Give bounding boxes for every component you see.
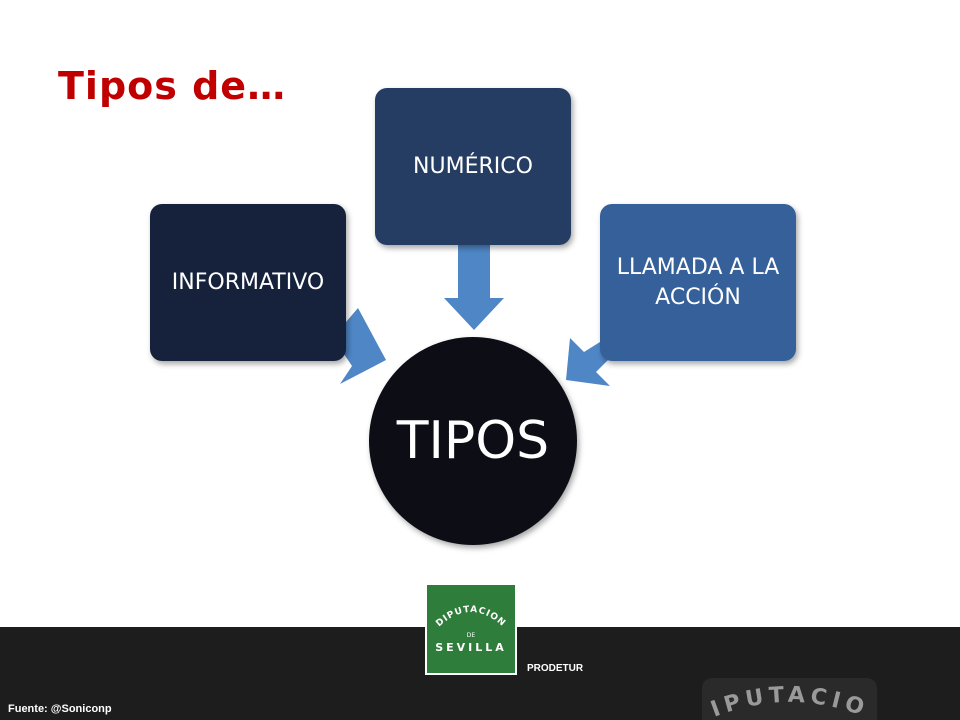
node-llamada-a-la-accion xyxy=(600,204,796,361)
node-label-informativo: INFORMATIVO xyxy=(171,269,325,295)
center-label: TIPOS xyxy=(396,411,550,471)
arrow-informativo xyxy=(338,308,386,384)
source-label: Fuente: @Soniconp xyxy=(8,703,112,715)
node-informativo xyxy=(150,204,346,361)
svg-text:DIPUTACION: DIPUTACION xyxy=(434,605,507,629)
logo-emblem: DIPUTACION DE SEVILLA xyxy=(434,605,507,654)
node-label-numerico: NUMÉRICO xyxy=(413,153,533,179)
slide-title: Tipos de… xyxy=(58,64,287,108)
node-numerico xyxy=(375,88,571,245)
diputacion-sevilla-logo: DIPUTACION DE SEVILLA xyxy=(425,583,517,675)
node-label-llamada-a-la-accion: LLAMADA A LA ACCIÓN xyxy=(616,254,780,310)
diputacion-watermark: DIPUTACION xyxy=(702,672,877,720)
svg-text:DE: DE xyxy=(467,632,476,639)
org-label: PRODETUR xyxy=(527,663,584,674)
center-circle xyxy=(369,337,577,545)
svg-text:SEVILLA: SEVILLA xyxy=(435,641,507,654)
arrow-numerico xyxy=(444,245,504,330)
